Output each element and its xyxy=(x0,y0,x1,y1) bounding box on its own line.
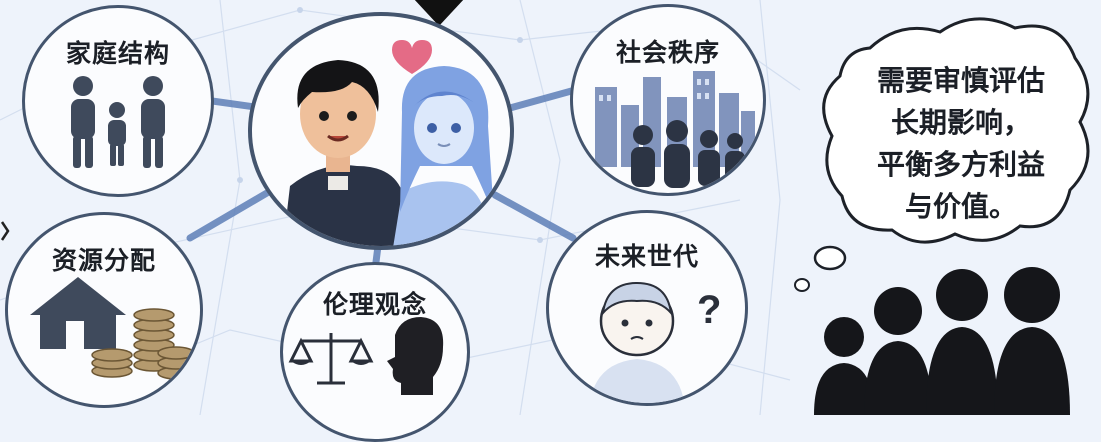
node-center-couple xyxy=(248,12,514,250)
bubble-line-2: 长期影响， xyxy=(890,106,1031,139)
node-resources-title: 资源分配 xyxy=(51,246,156,275)
house-coins-icon xyxy=(30,277,195,380)
node-family-title: 家庭结构 xyxy=(65,39,170,68)
bubble-line-1: 需要审慎评估 xyxy=(876,64,1045,97)
node-future-title: 未来世代 xyxy=(594,242,699,271)
node-family-structure: 家庭结构 xyxy=(22,5,214,197)
question-mark-icon: ? xyxy=(697,288,721,332)
scales-head-icon xyxy=(288,317,444,395)
child-question-icon: ? xyxy=(589,281,721,403)
family-icon xyxy=(71,76,165,168)
node-social-title: 社会秩序 xyxy=(615,38,720,67)
down-arrow-icon xyxy=(414,0,464,26)
city-crowd-icon xyxy=(595,71,755,188)
node-ethics-title: 伦理观念 xyxy=(322,290,427,319)
node-ethics: 伦理观念 xyxy=(280,262,470,442)
left-tick-icon xyxy=(0,221,10,241)
node-future-generations: 未来世代 ? xyxy=(546,210,748,406)
couple-illustration xyxy=(282,40,494,246)
node-social-order: 社会秩序 xyxy=(570,4,766,196)
boy-figure xyxy=(282,60,402,246)
people-silhouettes-icon xyxy=(814,267,1070,415)
human-head-icon xyxy=(387,317,444,395)
bubble-line-4: 与价值。 xyxy=(904,190,1017,223)
ai-girl-figure xyxy=(393,66,494,246)
thought-bubble-text: 需要审慎评估 长期影响， 平衡多方利益 与价值。 xyxy=(830,60,1092,228)
thought-bubble xyxy=(794,17,1090,292)
bubble-line-3: 平衡多方利益 xyxy=(876,148,1045,181)
heart-icon xyxy=(392,40,432,74)
node-resource-allocation: 资源分配 xyxy=(5,212,203,408)
